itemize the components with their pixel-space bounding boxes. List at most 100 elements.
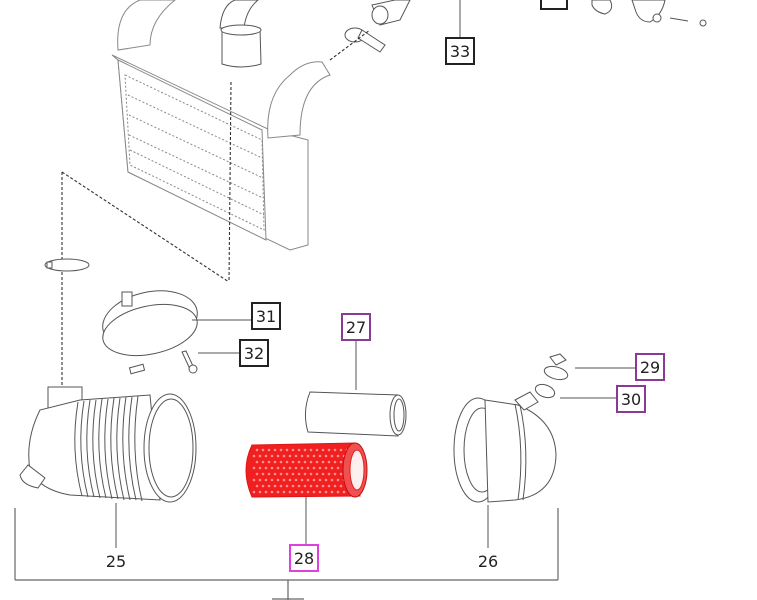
mesh-dot bbox=[252, 478, 256, 482]
mesh-dot bbox=[282, 490, 286, 494]
main-filter-element-28[interactable] bbox=[245, 442, 368, 498]
callout-28[interactable]: 28 bbox=[289, 544, 319, 572]
mesh-dot bbox=[324, 466, 328, 470]
intercooler[interactable] bbox=[111, 0, 331, 251]
mesh-dot bbox=[285, 448, 289, 452]
hose-clamp-33[interactable] bbox=[329, 0, 411, 61]
mesh-dot bbox=[309, 484, 313, 488]
mesh-dot bbox=[303, 460, 307, 464]
mesh-dot bbox=[339, 472, 343, 476]
mesh-dot bbox=[264, 490, 268, 494]
mesh-dot bbox=[336, 454, 340, 458]
mesh-dot bbox=[300, 490, 304, 494]
group-bracket bbox=[14, 508, 559, 600]
mesh-dot bbox=[318, 478, 322, 482]
mesh-dot bbox=[264, 466, 268, 470]
mesh-dot bbox=[315, 484, 319, 488]
mesh-dot bbox=[318, 490, 322, 494]
mesh-dot bbox=[255, 448, 259, 452]
mesh-dot bbox=[294, 454, 298, 458]
mesh-dot bbox=[342, 490, 346, 494]
mesh-dot bbox=[297, 460, 301, 464]
air-filter-housing-25[interactable] bbox=[19, 386, 197, 503]
mesh-dot bbox=[324, 490, 328, 494]
callout-31[interactable]: 31 bbox=[251, 302, 281, 330]
mesh-dot bbox=[315, 448, 319, 452]
callout-25[interactable]: 25 bbox=[105, 551, 127, 571]
mesh-dot bbox=[270, 454, 274, 458]
mesh-dot bbox=[303, 472, 307, 476]
mesh-dot bbox=[288, 478, 292, 482]
mesh-dot bbox=[333, 448, 337, 452]
o-ring-30[interactable] bbox=[534, 382, 557, 400]
mesh-dot bbox=[336, 490, 340, 494]
mesh-dot bbox=[273, 460, 277, 464]
mesh-dot bbox=[306, 466, 310, 470]
mesh-dot bbox=[267, 484, 271, 488]
mesh-dot bbox=[309, 448, 313, 452]
mesh-dot bbox=[294, 466, 298, 470]
mesh-dot bbox=[303, 448, 307, 452]
mesh-dot bbox=[267, 448, 271, 452]
mesh-dot bbox=[333, 460, 337, 464]
dust-valve-29[interactable] bbox=[543, 353, 569, 382]
mesh-dot bbox=[336, 466, 340, 470]
corrugations bbox=[74, 395, 143, 502]
mesh-dot bbox=[318, 466, 322, 470]
callout-27[interactable]: 27 bbox=[341, 313, 371, 341]
mesh-dot bbox=[291, 484, 295, 488]
mesh-dot bbox=[306, 454, 310, 458]
mesh-dot bbox=[264, 454, 268, 458]
callout-30[interactable]: 30 bbox=[616, 385, 646, 413]
mesh-dot bbox=[276, 490, 280, 494]
mesh-dot bbox=[300, 478, 304, 482]
mesh-dot bbox=[327, 472, 331, 476]
mesh-dot bbox=[297, 448, 301, 452]
clamp-band-31[interactable] bbox=[97, 283, 203, 375]
mesh-dot bbox=[291, 460, 295, 464]
mesh-dot bbox=[255, 472, 259, 476]
callout-33[interactable]: 33 bbox=[445, 37, 475, 65]
callout-top-partial[interactable] bbox=[540, 0, 568, 10]
mesh-dot bbox=[339, 484, 343, 488]
mesh-dot bbox=[255, 460, 259, 464]
mesh-dot bbox=[282, 454, 286, 458]
mesh-dot bbox=[321, 448, 325, 452]
mesh-dot bbox=[279, 460, 283, 464]
mesh-dot bbox=[264, 478, 268, 482]
mesh-dot bbox=[267, 460, 271, 464]
mesh-dot bbox=[324, 478, 328, 482]
mesh-dot bbox=[312, 490, 316, 494]
mesh-dot bbox=[330, 454, 334, 458]
mesh-dot bbox=[318, 454, 322, 458]
mesh-dot bbox=[258, 466, 262, 470]
mesh-dot bbox=[261, 448, 265, 452]
mesh-dot bbox=[252, 454, 256, 458]
callout-26[interactable]: 26 bbox=[477, 551, 499, 571]
mesh-dot bbox=[273, 448, 277, 452]
screw-32[interactable] bbox=[181, 350, 198, 374]
callout-32[interactable]: 32 bbox=[239, 339, 269, 367]
mesh-dot bbox=[270, 478, 274, 482]
mesh-dot bbox=[306, 490, 310, 494]
mesh-dot bbox=[270, 490, 274, 494]
mesh-dot bbox=[285, 472, 289, 476]
safety-filter-element-27[interactable] bbox=[304, 391, 407, 437]
mesh-dot bbox=[270, 466, 274, 470]
mesh-dot bbox=[315, 460, 319, 464]
mesh-dot bbox=[303, 484, 307, 488]
mesh-dot bbox=[282, 478, 286, 482]
mesh-dot bbox=[267, 472, 271, 476]
air-filter-cover-26[interactable] bbox=[453, 391, 557, 503]
bracket-parts-top-right[interactable] bbox=[591, 0, 707, 27]
mesh-dot bbox=[258, 454, 262, 458]
mesh-dot bbox=[297, 484, 301, 488]
mesh-dot bbox=[252, 490, 256, 494]
small-hose-clamp[interactable] bbox=[44, 258, 90, 272]
mesh-dot bbox=[288, 490, 292, 494]
mesh-dot bbox=[330, 478, 334, 482]
mesh-dot bbox=[327, 460, 331, 464]
callout-29[interactable]: 29 bbox=[635, 353, 665, 381]
mesh-dot bbox=[288, 466, 292, 470]
